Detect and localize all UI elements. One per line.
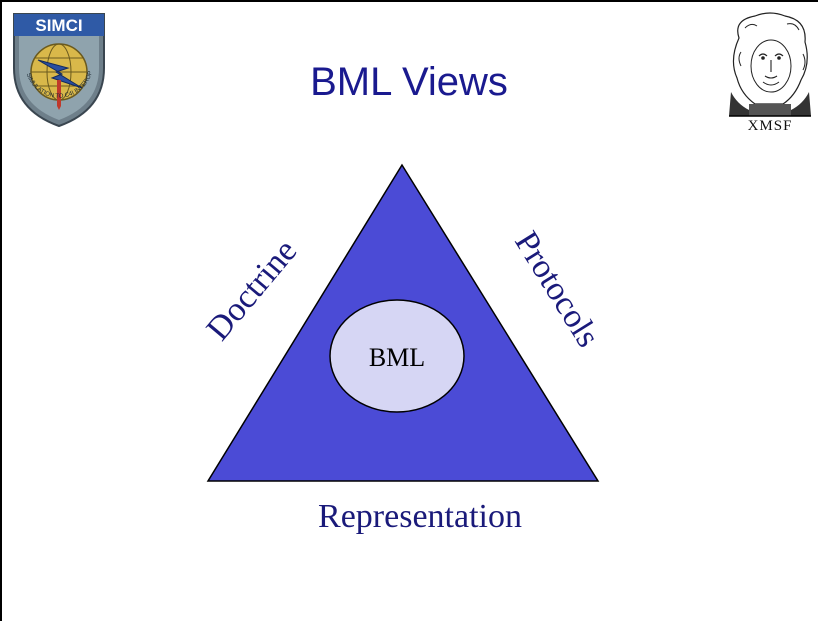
doctrine-side-label: Doctrine (200, 233, 305, 348)
simci-logo-text: SIMCI (35, 16, 82, 35)
bml-ellipse (329, 299, 465, 413)
representation-bottom-label: Representation (318, 498, 522, 535)
simci-logo: SIMCI SIMULATION TO C4I INTEROPERABILITY (6, 5, 108, 130)
simci-shield-icon: SIMCI SIMULATION TO C4I INTEROPERABILITY (6, 5, 105, 128)
frame-top-border (0, 0, 818, 2)
lion-head-icon: XMSF (729, 12, 811, 134)
xmsf-logo: XMSF (725, 8, 815, 134)
slide-title: BML Views (310, 60, 508, 104)
frame-left-border (0, 0, 2, 621)
xmsf-logo-text: XMSF (748, 118, 793, 133)
protocols-side-label: Protocols (507, 225, 606, 354)
bml-center-label: BML (369, 343, 425, 372)
